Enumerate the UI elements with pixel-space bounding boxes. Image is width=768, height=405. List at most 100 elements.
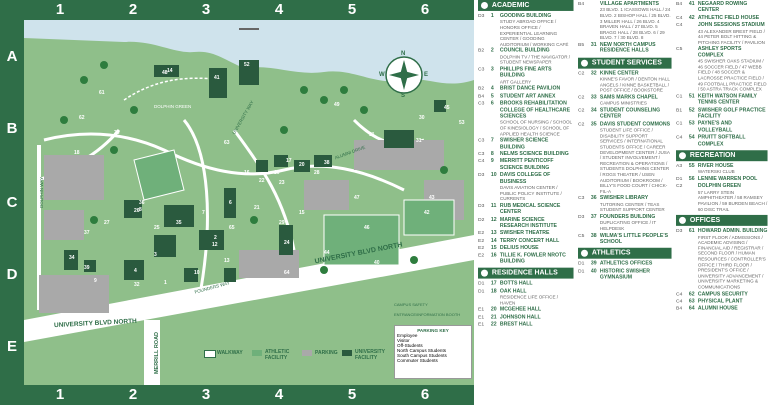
grid-cell-ref: E2 <box>478 245 485 251</box>
building-number-label[interactable]: 12 <box>212 242 218 248</box>
building-number-label[interactable]: 51 <box>369 132 375 138</box>
building-number-label[interactable]: 41 <box>214 75 220 81</box>
building-number-label[interactable]: 31 <box>416 138 422 144</box>
building-number-label[interactable]: 26 <box>134 208 140 214</box>
building-details: 43 ALEXANDER BREST FIELD / 44 PETER BOLT… <box>697 28 765 45</box>
building-number-label[interactable]: 40 <box>374 260 380 266</box>
building-number-label[interactable]: 35 <box>176 220 182 226</box>
building-number-label[interactable]: 50 <box>409 80 415 86</box>
building-number-label[interactable]: 5 <box>234 282 237 288</box>
building-name: DELIUS HOUSE <box>499 245 539 251</box>
building-number-label[interactable]: 47 <box>354 195 360 201</box>
building-number: 31 <box>590 41 597 48</box>
building-number-label[interactable]: 49 <box>334 102 340 108</box>
building-number: 18 <box>490 288 497 295</box>
building-number-label[interactable]: 33 <box>114 130 120 136</box>
building-number-label[interactable]: 22 <box>259 178 265 184</box>
building-name: HOWARD ADMIN. BUILDING <box>697 228 768 235</box>
building-number-label[interactable]: 19 <box>274 170 280 176</box>
building-number-label[interactable]: 62 <box>79 115 85 121</box>
building-number-label[interactable]: 11 <box>186 290 192 296</box>
building-number: 51 <box>688 93 695 100</box>
building-number-label[interactable]: 53 <box>459 120 465 126</box>
building-number-label[interactable]: 17 <box>286 158 292 164</box>
building-number-label[interactable]: 14 <box>167 68 173 74</box>
building-number: 35 <box>590 121 597 128</box>
parking-lot <box>44 155 104 200</box>
building-number-label[interactable]: 9 <box>94 278 97 284</box>
building-number: 15 <box>490 245 497 251</box>
compass-w: W <box>379 72 385 78</box>
building-details: DUPLICATING OFFICE / IT HELPDESK <box>599 220 657 231</box>
building-number-label[interactable]: 27 <box>104 220 110 226</box>
grid-cell-ref: D1 <box>578 261 585 267</box>
building-number-label[interactable]: 25 <box>154 225 160 231</box>
building-number-label[interactable]: 46 <box>364 225 370 231</box>
grid-cell-ref: A3 <box>676 163 683 170</box>
building-name: RUB MEDICAL SCIENCE CENTER <box>499 202 561 216</box>
building-number-label[interactable]: 36 <box>139 200 145 206</box>
building-number-label[interactable]: 32 <box>134 282 140 288</box>
parking-key-item: North Campus Students <box>397 348 447 353</box>
football-field <box>323 214 400 266</box>
building-number-label[interactable]: 52 <box>244 62 250 68</box>
building-number: 38 <box>590 232 597 239</box>
building-number-label[interactable]: 43 <box>429 195 435 201</box>
building-number-label[interactable]: 7 <box>202 210 205 216</box>
building-number-label[interactable]: 39 <box>84 265 90 271</box>
building-number: 53 <box>688 120 695 127</box>
building-number-label[interactable]: 63 <box>224 140 230 146</box>
building-number-label[interactable]: 48 <box>162 70 168 76</box>
building-number: 56 <box>688 176 695 183</box>
building-number-label[interactable]: 30 <box>419 115 425 121</box>
key-campus-safety: CAMPUS SAFETY <box>394 302 428 307</box>
building-number-label[interactable]: 2 <box>214 235 217 241</box>
building-number-label[interactable]: 34 <box>69 255 75 261</box>
building-number-label[interactable]: 23 <box>279 180 285 186</box>
grid-cell-ref: C1 <box>676 120 683 127</box>
building-number-label[interactable]: 37 <box>84 230 90 236</box>
building-number-label[interactable]: 64 <box>284 270 290 276</box>
building-number: 13 <box>490 230 497 237</box>
building-number-label[interactable]: 3 <box>154 252 157 258</box>
building <box>209 68 227 98</box>
building-details: KINNE'S FAVOR / DENTON HALL ANGELS / KIN… <box>599 76 670 93</box>
building-number-label[interactable]: 61 <box>99 90 105 96</box>
building-number-label[interactable]: 4 <box>134 268 137 274</box>
col-5-bottom: 5 <box>347 386 357 403</box>
building-number-label[interactable]: 65 <box>229 225 235 231</box>
building-number-label[interactable]: 28 <box>314 170 320 176</box>
building-number-label[interactable]: 42 <box>424 210 430 216</box>
building-details: DAVIS AVIATION CENTER / PUBLIC POLICY IN… <box>499 185 562 202</box>
building-number-label[interactable]: 38 <box>324 160 330 166</box>
building-number-label[interactable]: 20 <box>299 162 305 168</box>
building-number-label[interactable]: 10 <box>194 270 200 276</box>
building-number-label[interactable]: 44 <box>324 250 330 256</box>
building-name: COUNCIL BUILDING <box>499 48 550 55</box>
building-number-label[interactable]: 29 <box>279 220 285 226</box>
building-details: DOLPHIN TV / THE NAVIGATOR / STUDENT NEW… <box>499 54 571 66</box>
building-number-label[interactable]: 13 <box>224 258 230 264</box>
campus-map[interactable]: N S W E UNIVERSITY BLVD NORTH UNIVERSITY… <box>24 20 474 385</box>
building-number-label[interactable]: 18 <box>74 150 80 156</box>
building-number-label[interactable]: 8 <box>139 207 142 213</box>
residence-icon <box>480 270 488 278</box>
building-number-label[interactable]: 6 <box>229 200 232 206</box>
building-number-label[interactable]: 15 <box>299 210 305 216</box>
building-number: 39 <box>590 261 597 267</box>
grid-cell-ref: C3 <box>578 195 585 202</box>
building <box>124 200 142 218</box>
building-number-label[interactable]: 21 <box>254 205 260 211</box>
building-number-label[interactable]: 45 <box>444 105 450 111</box>
key-university-swatch <box>342 350 352 356</box>
building-number-label[interactable]: 1 <box>164 280 167 286</box>
building-number-label[interactable]: 16 <box>244 170 250 176</box>
athletics-icon <box>580 250 588 258</box>
building-number-label[interactable]: 24 <box>284 240 290 246</box>
